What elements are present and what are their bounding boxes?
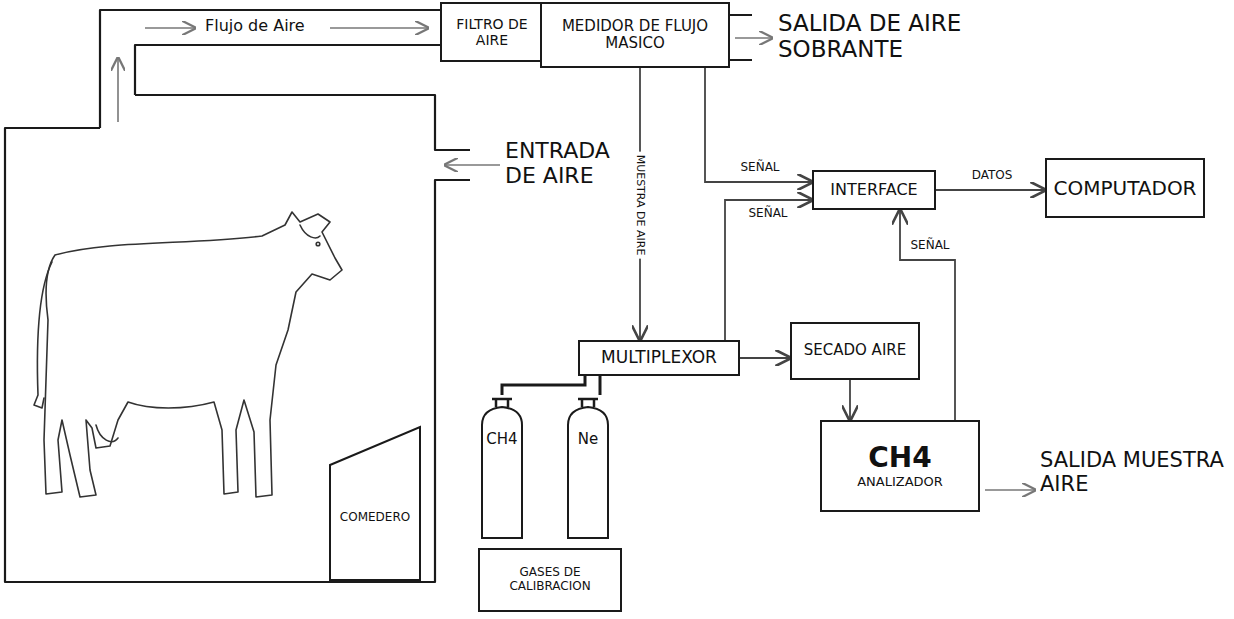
edge-label: SEÑAL xyxy=(737,161,782,174)
flow-arrow xyxy=(145,27,195,29)
connector xyxy=(849,380,851,420)
interface-box: INTERFACE xyxy=(812,170,936,210)
inlet-arrow xyxy=(445,164,500,166)
cylinder-outline xyxy=(478,395,526,540)
node-text: COMEDERO xyxy=(340,511,410,525)
gas-cylinder: Ne xyxy=(564,395,612,540)
multiplexer-box: MULTIPLEXOR xyxy=(578,340,740,376)
calibration-label-box: GASES DE CALIBRACION xyxy=(478,548,622,612)
feeder-outline xyxy=(328,425,422,580)
duct-inner xyxy=(135,45,440,95)
edge-label: MUESTRA DE AIRE xyxy=(634,152,646,259)
filter-box: FILTRO DE AIRE xyxy=(440,2,544,62)
cylinder-body xyxy=(568,407,608,538)
node-text: SECADO AIRE xyxy=(804,342,906,359)
signal-connector xyxy=(900,210,955,420)
connector xyxy=(740,357,790,359)
exhaust-arrow xyxy=(735,37,772,39)
analyzer-box: CH4ANALIZADOR xyxy=(820,420,980,512)
node-text: Ne xyxy=(578,431,598,448)
duct-outer xyxy=(100,10,440,128)
signal-connector xyxy=(725,200,812,340)
feeder-body xyxy=(330,427,420,580)
connector xyxy=(599,376,602,395)
cow-drawing xyxy=(34,212,342,497)
node-text: FILTRO DE AIRE xyxy=(442,16,542,48)
computer-box: COMPUTADOR xyxy=(1045,158,1205,218)
edge-label: DATOS xyxy=(969,169,1016,182)
dryer-box: SECADO AIRE xyxy=(790,322,920,380)
connector xyxy=(502,376,585,395)
gas-cylinder: CH4 xyxy=(478,395,526,540)
edge-label: SEÑAL xyxy=(907,239,952,252)
sample-out-arrow xyxy=(985,489,1035,491)
node-text: CH4 xyxy=(868,442,931,474)
flow-arrow xyxy=(117,58,119,122)
edge-label: SEÑAL xyxy=(745,207,790,220)
node-text: GASES DE CALIBRACION xyxy=(480,566,620,594)
node-text: CH4 xyxy=(486,431,517,448)
node-text: MULTIPLEXOR xyxy=(601,348,717,368)
cylinder-valve xyxy=(492,399,512,407)
feeder-shape: COMEDERO xyxy=(328,425,422,580)
cylinder-valve xyxy=(578,399,598,407)
chamber-outline xyxy=(5,95,470,582)
sample-out-label: SALIDA MUESTRA AIRE xyxy=(1040,448,1230,496)
signal-connector xyxy=(705,68,812,182)
node-subtext: ANALIZADOR xyxy=(857,475,943,490)
node-text: COMPUTADOR xyxy=(1053,177,1196,200)
flow-arrow xyxy=(330,27,428,29)
cylinder-body xyxy=(482,407,522,538)
flow-meter-box: MEDIDOR DE FLUJO MASICO xyxy=(540,2,730,68)
signal-connector xyxy=(936,189,1045,191)
exhaust-label: SALIDA DE AIRE SOBRANTE xyxy=(778,10,1018,63)
node-text: INTERFACE xyxy=(830,181,917,199)
flow-label: Flujo de Aire xyxy=(205,17,325,35)
cylinder-outline xyxy=(564,395,612,540)
node-text: MEDIDOR DE FLUJO MASICO xyxy=(542,18,728,53)
inlet-label: ENTRADA DE AIRE xyxy=(505,138,627,189)
